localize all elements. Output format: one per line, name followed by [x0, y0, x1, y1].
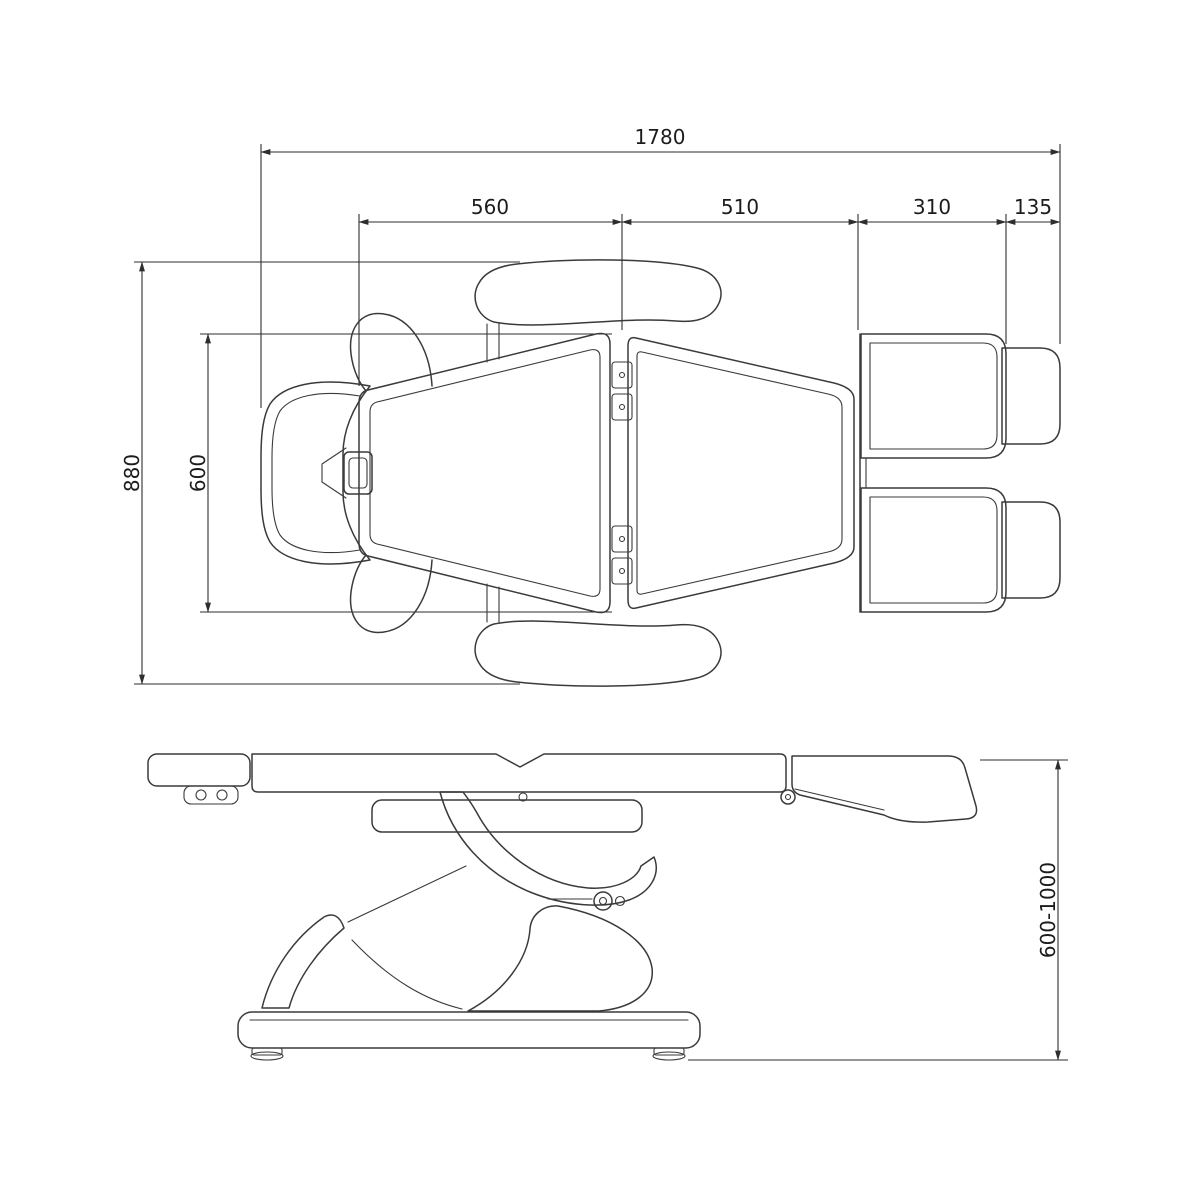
side-legrest-seam [794, 788, 885, 811]
base-plate [237, 1011, 701, 1049]
side-headrest-pin-2 [216, 789, 228, 801]
foot-right-stem [653, 1047, 685, 1056]
hinge-pin-3 [618, 535, 626, 543]
pivot-knob-center [598, 896, 608, 906]
pivot-knob [593, 891, 613, 911]
legrest-top-outline [860, 333, 1007, 459]
hinge-bracket-3 [611, 525, 633, 553]
backrest-seam [369, 349, 601, 597]
legrest-bottom-outline [860, 487, 1007, 613]
hinge-pin-1 [618, 371, 626, 379]
side-leg-hinge [780, 789, 796, 805]
side-armrest-bar [371, 799, 643, 833]
seat-outline [627, 336, 855, 610]
hinge-bracket-2 [611, 393, 633, 421]
hinge-pin-2 [618, 403, 626, 411]
side-leg-hinge-pin [784, 793, 792, 801]
foot-left-stem [251, 1047, 283, 1056]
pivot-handle [614, 895, 626, 907]
hinge-bracket-4 [611, 557, 633, 585]
dim-label-overall-width: 880 [120, 454, 144, 492]
footrest-top-outline [1001, 347, 1061, 445]
seat-seam [636, 351, 843, 595]
headrest-outline [260, 381, 371, 565]
side-legrest-slab [791, 755, 978, 823]
foot-left-disc [250, 1051, 284, 1061]
dim-label-backrest-length: 560 [471, 195, 509, 219]
pedestal-web [351, 939, 463, 1010]
shoulder-pad-top [349, 312, 433, 392]
armrest-top-outline [474, 259, 722, 326]
backrest-outline [358, 332, 611, 614]
dim-label-legrest-length: 310 [913, 195, 951, 219]
headrest-seam [271, 392, 361, 554]
pedestal-arm [261, 914, 345, 1009]
side-seat-slab [251, 753, 787, 793]
side-headrest-slab [147, 753, 251, 787]
hinge-bracket-1 [611, 361, 633, 389]
headrest-adjuster-inner [348, 457, 368, 489]
footrest-bottom-outline [1001, 501, 1061, 599]
legrest-bottom-seam [869, 496, 998, 604]
headrest-notch [321, 447, 347, 499]
dim-label-cushion-width: 600 [186, 454, 210, 492]
hinge-pin-4 [618, 567, 626, 575]
legrest-top-seam [869, 342, 998, 450]
pedestal-strut [347, 865, 467, 923]
pedestal-column [467, 905, 653, 1012]
dim-label-overall-length: 1780 [635, 125, 686, 149]
side-headrest-bracket [183, 785, 239, 805]
dim-label-footrest-length: 135 [1014, 195, 1052, 219]
side-view [147, 753, 978, 1061]
headrest-adjuster [343, 451, 373, 495]
seat-cradle [439, 791, 657, 906]
armrest-bottom-outline [474, 620, 722, 687]
foot-right-disc [652, 1051, 686, 1061]
dimension-annotations: 1780 560 510 310 135 880 600 600-1000 [120, 125, 1068, 1061]
side-backrest-pivot [518, 792, 528, 802]
top-view [260, 259, 1061, 687]
dim-label-seat-length: 510 [721, 195, 759, 219]
shoulder-pad-bottom [349, 554, 433, 634]
side-headrest-pin-1 [195, 789, 207, 801]
dim-label-height-range: 600-1000 [1036, 862, 1060, 958]
